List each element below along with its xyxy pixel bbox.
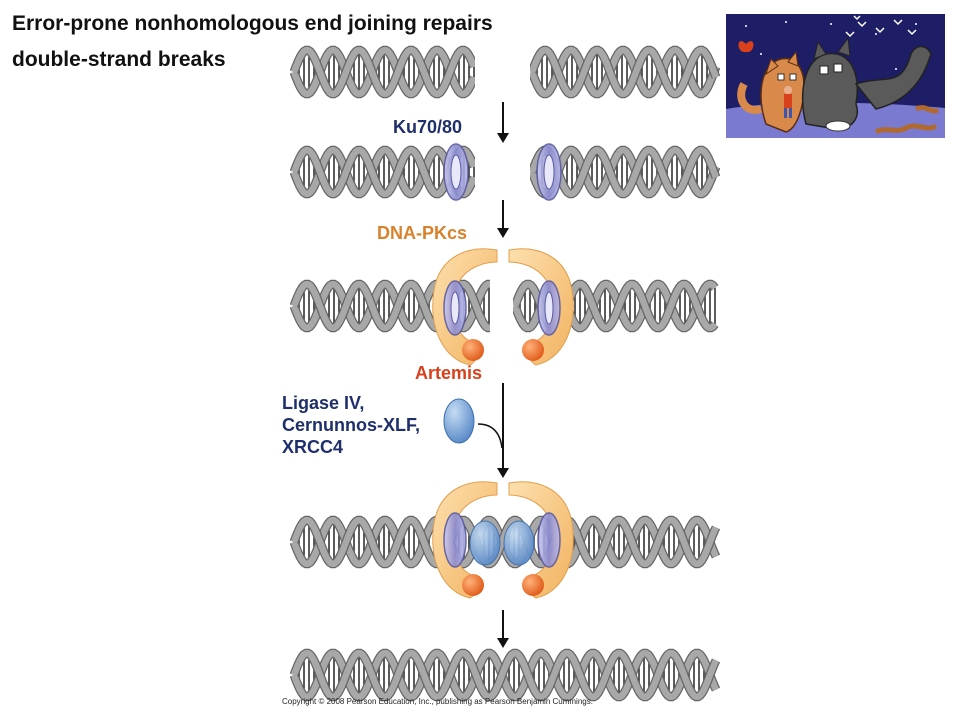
dna-strand bbox=[290, 146, 475, 198]
ligase-iv-complex bbox=[443, 398, 503, 449]
synaptic-complex-row-4 bbox=[432, 481, 574, 599]
ku70-80-ring-left bbox=[443, 143, 469, 201]
page-title-line2: double-strand breaks bbox=[12, 48, 226, 71]
artemis-label: Artemis bbox=[415, 363, 483, 383]
arrow-down-icon bbox=[497, 102, 509, 143]
dna-strand bbox=[530, 146, 720, 198]
dna-strand bbox=[290, 649, 719, 701]
dna-strand bbox=[530, 46, 720, 98]
ligase-label-line1: Ligase IV, bbox=[282, 393, 365, 413]
dna-strand bbox=[530, 46, 720, 98]
artemis-protein-right bbox=[522, 339, 544, 361]
page-title: Error-prone nonhomologous end joining re… bbox=[12, 12, 493, 35]
copyright-notice: Copyright © 2008 Pearson Education, Inc.… bbox=[282, 697, 593, 706]
cat-cartoon-image bbox=[726, 14, 945, 138]
dna-strand bbox=[290, 146, 475, 198]
dna-strand bbox=[290, 46, 475, 98]
artemis-protein-left bbox=[462, 339, 484, 361]
dna-broken-row-3 bbox=[290, 279, 719, 333]
dna-strand bbox=[290, 649, 719, 701]
dna-strand bbox=[290, 46, 475, 98]
dna-broken-row-2 bbox=[290, 145, 720, 199]
dna-broken-row-1 bbox=[290, 45, 720, 99]
dna-pkcs-label: DNA-PKcs bbox=[377, 223, 468, 243]
arrow-down-icon bbox=[497, 610, 509, 648]
arrow-down-icon bbox=[497, 200, 509, 238]
ku70-80-ring-right bbox=[536, 143, 562, 201]
arrow-down-icon bbox=[497, 383, 509, 478]
dna-repaired-row-5 bbox=[290, 648, 720, 702]
ligase-label-line2: Cernunnos-XLF, bbox=[282, 415, 420, 435]
ku70-80-label: Ku70/80 bbox=[393, 117, 463, 137]
dna-pkcs-complex-row-3 bbox=[432, 248, 574, 366]
ligase-label-line3: XRCC4 bbox=[282, 437, 344, 457]
dna-strand bbox=[530, 146, 720, 198]
